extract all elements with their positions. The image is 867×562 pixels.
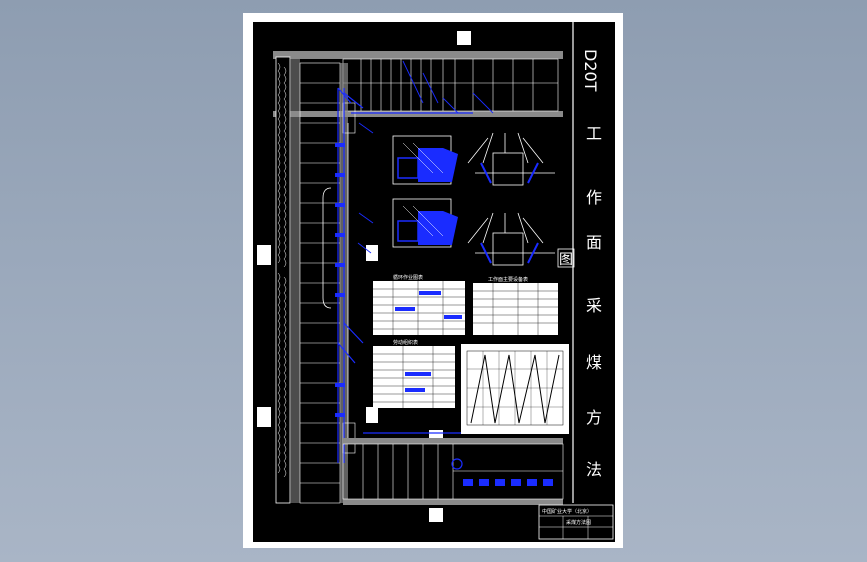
table-3 (373, 346, 455, 408)
cad-drawing: D20T 工 作 面 采 煤 方 法 图 循环作业图表 工作面主要设备表 劳动组… (253, 22, 615, 542)
title-box (557, 248, 575, 268)
goaf-hatch (275, 56, 300, 504)
roadway-section-2 (467, 212, 555, 266)
title-block-line1: 中国矿业大学（北京） (542, 508, 592, 515)
title-char-2: 作 (586, 188, 602, 207)
bottom-roadway (342, 438, 564, 505)
title-char-3: 面 (586, 233, 602, 252)
title-char-4: 采 (586, 296, 602, 315)
title-prefix: D20T (581, 49, 600, 92)
title-block-line2: 采煤方法图 (566, 519, 591, 526)
title-char-6: 方 (586, 408, 602, 427)
section-view-2 (392, 198, 458, 248)
table-1-title: 循环作业图表 (393, 274, 423, 281)
table-2 (473, 283, 558, 335)
title-char-1: 工 (586, 124, 602, 143)
section-view-1 (392, 135, 458, 185)
conveyor-pans (335, 143, 345, 417)
roadway-section-1 (467, 132, 555, 186)
vertical-title: D20T 工 作 面 采 煤 方 法 (581, 49, 602, 479)
face-conveyor (337, 87, 473, 463)
leader-lines (357, 60, 494, 254)
table-3-title: 劳动组织表 (393, 339, 418, 346)
cycle-chart (461, 344, 569, 434)
table-2-title: 工作面主要设备表 (488, 276, 528, 283)
title-char-5: 煤 (586, 353, 602, 372)
drawing-sheet: D20T 工 作 面 采 煤 方 法 图 循环作业图表 工作面主要设备表 劳动组… (243, 13, 623, 548)
title-box-char: 图 (559, 252, 573, 268)
table-1 (373, 281, 465, 335)
frame-notches (257, 31, 471, 522)
title-block: 中国矿业大学（北京） 采煤方法图 (538, 504, 614, 540)
title-char-7: 法 (586, 460, 602, 479)
